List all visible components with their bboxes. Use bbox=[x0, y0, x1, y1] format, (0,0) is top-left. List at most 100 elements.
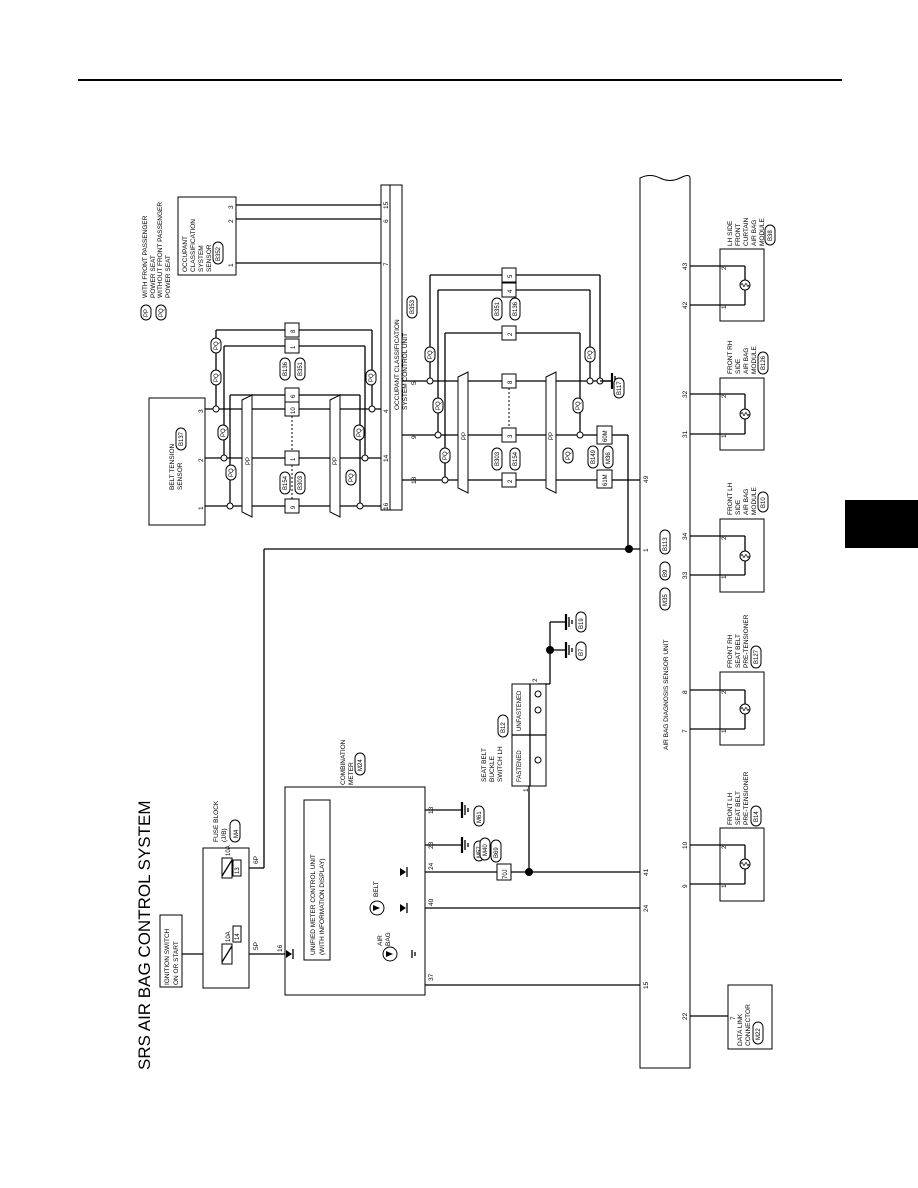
svg-text:60M: 60M bbox=[603, 430, 609, 442]
buckle-label-1: SEAT BELT bbox=[481, 748, 488, 782]
occupant-control-pin-15: 15 bbox=[383, 201, 390, 209]
meter-pin-13: 13 bbox=[428, 806, 435, 814]
occupant-control-pin-16: 16 bbox=[383, 502, 390, 510]
module-4-line1: FRONT RH bbox=[727, 340, 734, 374]
ground-b117: B117 bbox=[600, 373, 625, 399]
buckle-pin-2: 2 bbox=[532, 678, 539, 682]
svg-text:1: 1 bbox=[721, 884, 728, 888]
ignition-switch: IGNITION SWITCH ON OR START bbox=[159, 914, 183, 988]
variant-markers-left: PQ PQ PQ PQ PQ PQ PQ PP PP bbox=[210, 337, 377, 518]
connector-b136: B136 bbox=[283, 361, 289, 376]
occupant-control-label-1: OCCUPANT CLASSIFICATION bbox=[394, 319, 401, 410]
module-1-line1: FRONT LH bbox=[727, 792, 734, 825]
airbag-pin-10: 10 bbox=[682, 841, 689, 849]
belt-tension-label-2: SENSOR bbox=[177, 462, 184, 490]
occupant-control-pin-6: 6 bbox=[383, 219, 390, 223]
section-tab bbox=[845, 500, 918, 548]
fuse2-number: 13 bbox=[235, 867, 241, 874]
buckle-label-2: BUCKLE bbox=[489, 755, 496, 782]
fuse1-number: 14 bbox=[235, 933, 241, 940]
svg-text:3: 3 bbox=[508, 434, 514, 438]
svg-text:PP: PP bbox=[246, 457, 252, 465]
svg-text:PQ: PQ bbox=[588, 350, 594, 359]
belt-tension-pin-2: 2 bbox=[198, 458, 205, 462]
joint-connector: 70J M40 B69 bbox=[479, 837, 512, 881]
page-title: SRS AIR BAG CONTROL SYSTEM bbox=[135, 800, 154, 1070]
ground-b19-label: B19 bbox=[579, 618, 585, 629]
module-4-line3: AIR BAG bbox=[743, 348, 750, 374]
buckle-state-fastened: FASTENED bbox=[517, 750, 523, 782]
svg-text:PP: PP bbox=[333, 457, 339, 465]
svg-text:2: 2 bbox=[508, 479, 514, 483]
belt-tension-pin-1: 1 bbox=[198, 506, 205, 510]
svg-text:1: 1 bbox=[721, 729, 728, 733]
connector-b351: B351 bbox=[298, 361, 304, 376]
svg-text:5: 5 bbox=[508, 274, 514, 278]
svg-text:2: 2 bbox=[721, 536, 728, 540]
module-4-line2: SIDE bbox=[735, 358, 742, 374]
airbag-pin-42: 42 bbox=[682, 301, 689, 309]
svg-text:2: 2 bbox=[721, 690, 728, 694]
airbag-pin-31: 31 bbox=[682, 430, 689, 438]
airbag-pin-49: 49 bbox=[643, 475, 650, 483]
lamp-airbag-label-2: BAG bbox=[385, 932, 392, 946]
svg-text:2: 2 bbox=[508, 332, 514, 336]
airbag-unit-connector-1: M35 bbox=[663, 594, 669, 606]
module-5-line3: CURTAIN bbox=[743, 217, 750, 246]
ground-b7: B7 bbox=[564, 641, 587, 661]
meter-label-1: COMBINATION bbox=[340, 739, 347, 785]
airbag-unit-connector-2: B9 bbox=[663, 569, 669, 577]
module-0-line2: CONNECTOR bbox=[745, 1004, 752, 1046]
meter-pin-16: 16 bbox=[277, 944, 284, 952]
module-3-line1: FRONT LH bbox=[727, 482, 734, 515]
legend-pp-text-2: POWER SEAT bbox=[150, 255, 157, 298]
module-1-connector: B14 bbox=[754, 811, 760, 822]
connector-b303: B303 bbox=[298, 475, 304, 490]
svg-text:PQ: PQ bbox=[221, 428, 227, 437]
module-3-line3: AIR BAG bbox=[743, 489, 750, 515]
occupant-sensor-label-4: SENSOR bbox=[206, 244, 213, 272]
svg-text:2: 2 bbox=[721, 394, 728, 398]
svg-text:1: 1 bbox=[721, 434, 728, 438]
buckle-pin-1: 1 bbox=[523, 788, 530, 792]
module-2-line2: SEAT BELT bbox=[735, 634, 742, 668]
airbag-pin-8: 8 bbox=[682, 690, 689, 694]
occupant-sensor-pin-2: 2 bbox=[228, 219, 235, 223]
legend-pq-text-2: POWER SEAT bbox=[165, 255, 172, 298]
meter-unit-label-2: (WITH INFORMATION DISPLAY) bbox=[319, 858, 326, 955]
module-5-line2: FRONT bbox=[735, 224, 742, 246]
connector-b136-b351: 6 1 8 B136 B351 bbox=[279, 322, 306, 403]
occupant-control-pin-9: 9 bbox=[411, 435, 418, 439]
airbag-unit-label: AIR BAG DIAGNOSIS SENSOR UNIT bbox=[663, 639, 670, 750]
data-link-connector: 7 DATA LINK CONNECTOR M22 bbox=[727, 984, 773, 1050]
module-3-connector: B10 bbox=[761, 497, 767, 508]
airbag-pin-34: 34 bbox=[682, 532, 689, 540]
module-2-line1: FRONT RH bbox=[727, 634, 734, 668]
joint-pin: 70J bbox=[503, 869, 509, 879]
svg-text:8: 8 bbox=[291, 329, 297, 333]
airbag-pin-33: 33 bbox=[682, 571, 689, 579]
fuse2-rating: 10A bbox=[226, 845, 232, 856]
seat-belt-buckle-switch: FASTENED UNFASTENED SEAT BELT BUCKLE SWI… bbox=[481, 678, 547, 792]
svg-text:PQ: PQ bbox=[357, 428, 363, 437]
module-5-line5: MODULE bbox=[759, 218, 766, 246]
airbag-pin-24: 24 bbox=[643, 904, 650, 912]
belt-tension-sensor: BELT TENSION SENSOR B137 1 2 3 bbox=[148, 397, 206, 526]
module-front-lh-side-airbag: 1 2 FRONT LH SIDE AIR BAG MODULE B10 bbox=[719, 482, 769, 593]
connector-b149-m36: 61M 60M B149 M36 bbox=[587, 425, 614, 489]
module-5-line4: AIR BAG bbox=[751, 220, 758, 246]
connector-b303-right: B303 bbox=[495, 451, 501, 466]
connector-b351-right: B351 bbox=[495, 301, 501, 316]
airbag-unit-connector-3: B113 bbox=[663, 537, 669, 551]
occupant-control-pin-14: 14 bbox=[383, 454, 390, 462]
occupant-sensor-pin-3: 3 bbox=[228, 205, 235, 209]
airbag-pin-1: 1 bbox=[643, 548, 650, 552]
svg-text:PQ: PQ bbox=[566, 451, 572, 460]
lamp-airbag-label-1: AIR bbox=[377, 935, 384, 946]
module-front-rh-side-airbag: 1 2 FRONT RH SIDE AIR BAG MODULE B126 bbox=[719, 340, 769, 451]
meter-label-2: METER bbox=[348, 762, 355, 785]
belt-tension-connector: B137 bbox=[179, 431, 185, 446]
svg-text:PQ: PQ bbox=[229, 468, 235, 477]
ground-b19: B19 bbox=[564, 611, 587, 633]
